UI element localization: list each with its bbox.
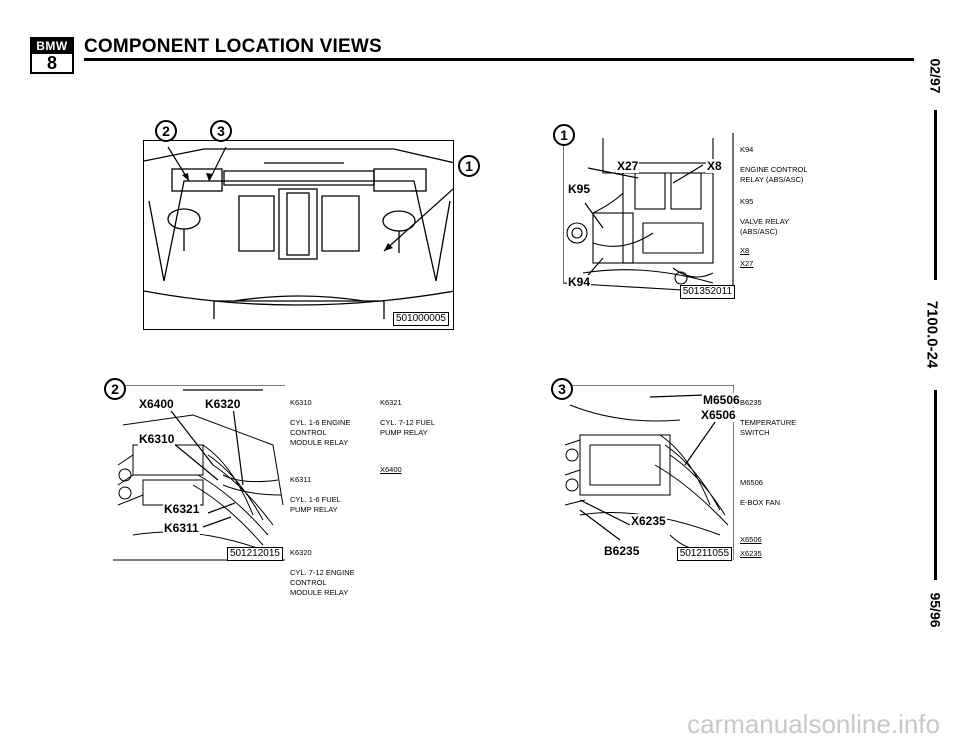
callout-k6321: K6321 (163, 502, 201, 516)
watermark: carmanualsonline.info (687, 709, 940, 739)
legend-k94: K94 ENGINE CONTROL RELAY (ABS/ASC) (740, 135, 808, 185)
legend-desc: E-BOX FAN (740, 498, 781, 507)
legend-k95: K95 VALVE RELAY (ABS/ASC) (740, 187, 789, 237)
legend-id: B6235 (740, 398, 762, 407)
date-bottom: 95/96 (927, 592, 944, 628)
view-2-figure: 501212015 (113, 385, 285, 565)
legend-id: K95 (740, 197, 754, 206)
legend-x27: X27 (740, 259, 754, 268)
legend-desc: CYL. 1-6 FUEL PUMP RELAY (290, 495, 341, 514)
bmw-8-logo: BMW 8 (30, 37, 74, 74)
callout-b6235: B6235 (603, 544, 641, 558)
callout-k95: K95 (567, 182, 592, 196)
legend-desc: CYL. 7-12 ENGINE CONTROL MODULE RELAY (290, 568, 355, 597)
view-2-number: 2 (104, 378, 126, 400)
view-1-number: 1 (553, 124, 575, 146)
legend-x6506: X6506 (740, 535, 762, 544)
legend-desc: CYL. 7-12 FUEL PUMP RELAY (380, 418, 436, 437)
legend-k6310: K6310 CYL. 1-6 ENGINE CONTROL MODULE REL… (290, 388, 350, 448)
legend-id: K6320 (290, 548, 312, 557)
callout-x27: X27 (616, 159, 640, 173)
figure-code: 501000005 (392, 312, 449, 326)
callout-k6320: K6320 (204, 397, 242, 411)
figure-code: 501211055 (676, 547, 732, 561)
date-top: 02/97 (927, 58, 944, 94)
callout-circle-1: 1 (458, 155, 480, 177)
callout-circle-2: 2 (155, 120, 177, 142)
logo-text-bmw: BMW (32, 39, 72, 54)
legend-desc: VALVE RELAY (ABS/ASC) (740, 217, 790, 236)
legend-x8: X8 (740, 246, 750, 255)
legend-desc: ENGINE CONTROL RELAY (ABS/ASC) (740, 165, 808, 184)
page-title: COMPONENT LOCATION VIEWS (84, 36, 382, 57)
legend-desc: CYL. 1-6 ENGINE CONTROL MODULE RELAY (290, 418, 351, 447)
margin-rule-top (934, 110, 937, 280)
legend-x6400: X6400 (380, 465, 402, 474)
callout-m6506: M6506 (702, 393, 741, 407)
legend-id: M6506 (740, 478, 763, 487)
legend-id: K6311 (290, 475, 312, 484)
figure-code: 501212015 (226, 547, 283, 561)
legend-id: K6310 (290, 398, 312, 407)
legend-b6235: B6235 TEMPERATURE SWITCH (740, 388, 796, 438)
callout-circle-3: 3 (210, 120, 232, 142)
callout-k6310: K6310 (138, 432, 176, 446)
legend-k6311: K6311 CYL. 1-6 FUEL PUMP RELAY (290, 465, 341, 515)
figure-code: 501352011 (679, 285, 735, 299)
header-rule (84, 58, 914, 61)
legend-m6506: M6506 E-BOX FAN (740, 468, 780, 508)
callout-x6400: X6400 (138, 397, 175, 411)
margin-rule-bottom (934, 390, 937, 580)
legend-id: K94 (740, 145, 754, 154)
callout-k94: K94 (567, 275, 592, 289)
view-1-drawing (563, 133, 734, 294)
view-3-number: 3 (551, 378, 573, 400)
legend-k6321: K6321 CYL. 7-12 FUEL PUMP RELAY (380, 388, 435, 438)
view-2-drawing (113, 385, 285, 561)
engine-bay-drawing (144, 146, 453, 319)
callout-x8: X8 (706, 159, 723, 173)
legend-k6320: K6320 CYL. 7-12 ENGINE CONTROL MODULE RE… (290, 538, 355, 598)
legend-x6235: X6235 (740, 549, 762, 558)
callout-k6311: K6311 (163, 521, 200, 535)
engine-bay-figure: 501000005 (143, 140, 454, 330)
logo-text-series: 8 (46, 53, 57, 73)
page-code: 7100.0-24 (923, 300, 941, 369)
callout-x6235: X6235 (630, 514, 667, 528)
callout-x6506: X6506 (700, 408, 737, 422)
legend-desc: TEMPERATURE SWITCH (740, 418, 797, 437)
view-1-figure: 501352011 (563, 133, 737, 301)
legend-id: K6321 (380, 398, 402, 407)
